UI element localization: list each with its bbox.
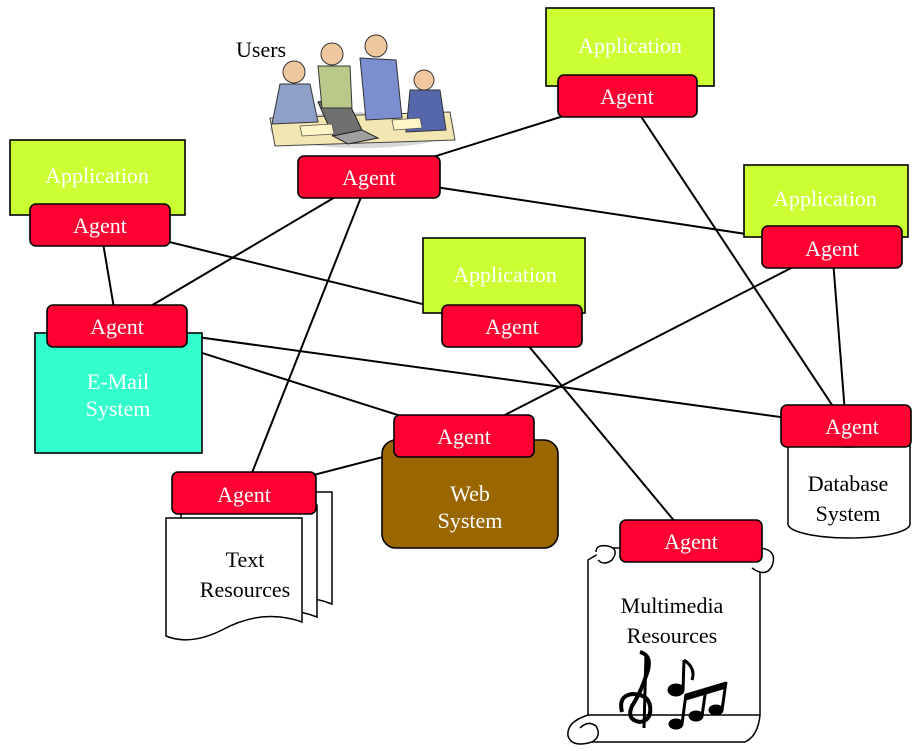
agent-label: Agent (73, 213, 127, 238)
agent-app-right[interactable]: Agent (761, 225, 903, 269)
database-label-line2: System (816, 501, 881, 526)
agent-label: Agent (342, 165, 396, 190)
text-resources-label-line2: Resources (200, 577, 290, 602)
agent-app-left[interactable]: Agent (29, 203, 171, 247)
multimedia-label-line1: Multimedia (621, 593, 724, 618)
connection-line-agent-app-top-to-agent-database (626, 95, 847, 427)
agent-label: Agent (437, 424, 491, 449)
application-box-top: Application (545, 7, 715, 87)
connection-line-agent-email-to-agent-database (116, 325, 847, 427)
web-label-line2: System (438, 508, 503, 533)
agent-multimedia[interactable]: Agent (619, 519, 763, 563)
multimedia-label-line2: Resources (627, 623, 717, 648)
agent-text[interactable]: Agent (171, 471, 317, 515)
text-resources-document: Text Resources (165, 491, 333, 641)
text-resources-label-line1: Text (226, 547, 265, 572)
users-label: Users (236, 37, 286, 62)
users-clipart-icon (269, 34, 456, 148)
application-label: Application (578, 33, 682, 58)
agent-label: Agent (90, 314, 144, 339)
email-label-line1: E-Mail (87, 369, 149, 394)
agent-users[interactable]: Agent (297, 155, 441, 199)
music-notes-icon (619, 650, 728, 730)
email-system-box: E-Mail System (34, 332, 203, 454)
agent-email[interactable]: Agent (46, 304, 188, 348)
agent-label: Agent (217, 482, 271, 507)
connection-line-agent-users-to-agent-email (116, 176, 370, 327)
agent-label: Agent (600, 84, 654, 109)
multimedia-resources-scroll: Multimedia Resources (567, 544, 775, 745)
application-box-left: Application (9, 139, 186, 216)
email-label-line2: System (86, 396, 151, 421)
agent-label: Agent (664, 529, 718, 554)
connection-line-agent-users-to-agent-text (243, 176, 370, 494)
application-box-right: Application (743, 164, 909, 238)
agent-app-center[interactable]: Agent (441, 304, 583, 348)
agent-app-top[interactable]: Agent (557, 74, 698, 118)
application-box-center: Application (422, 237, 586, 314)
agent-label: Agent (805, 236, 859, 261)
application-label: Application (45, 163, 149, 188)
application-label: Application (773, 186, 877, 211)
database-label-line1: Database (808, 471, 889, 496)
agent-database[interactable]: Agent (780, 404, 912, 448)
agent-web[interactable]: Agent (393, 414, 535, 458)
web-label-line1: Web (450, 481, 490, 506)
connection-line-agent-app-right-to-agent-database (831, 246, 847, 427)
web-system-box: Web System (381, 439, 559, 549)
agent-label: Agent (485, 314, 539, 339)
connection-line-agent-app-right-to-agent-web (463, 246, 833, 437)
agent-label: Agent (825, 414, 879, 439)
application-label: Application (453, 262, 557, 287)
connection-line-agent-app-center-to-agent-multimedia (511, 325, 692, 542)
